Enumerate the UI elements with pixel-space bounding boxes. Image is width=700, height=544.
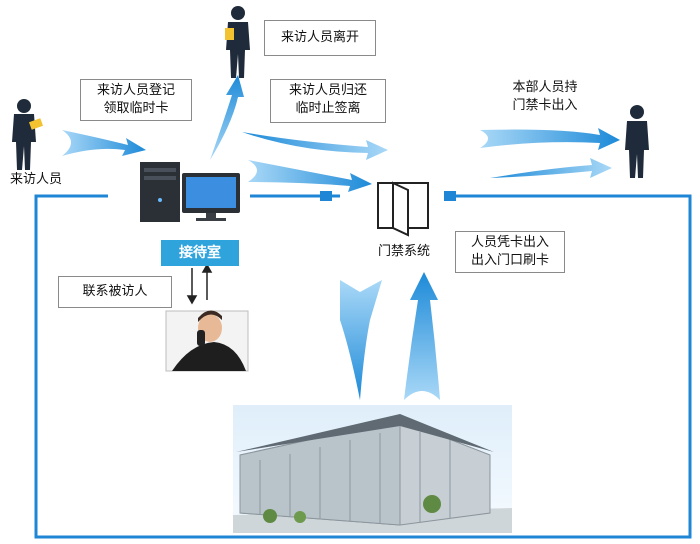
reception-contact-arrows <box>186 263 213 305</box>
arrow-visitor-register <box>62 130 146 156</box>
phone-person-icon <box>165 310 249 372</box>
arrow-up-access <box>404 272 440 400</box>
monitor-icon <box>182 173 240 221</box>
visitor-person-icon <box>12 99 44 170</box>
staff-card-label: 本部人员持 门禁卡出入 <box>512 80 578 113</box>
network-node-right <box>444 191 456 201</box>
arrow-visitor-leave <box>210 75 244 160</box>
access-system-label: 门禁系统 <box>377 244 430 259</box>
visitor-label: 来访人员 <box>9 172 62 187</box>
arrow-staff-in <box>480 128 620 150</box>
contact-host-box: 联系被访人 <box>58 276 172 308</box>
card-swipe-box: 人员凭卡出入 出入门口刷卡 <box>455 231 565 273</box>
flow-arrows <box>62 75 620 400</box>
visitor-register-box: 来访人员登记 领取临时卡 <box>80 79 192 121</box>
staff-person-icon <box>625 105 649 178</box>
visitor-leave-box: 来访人员离开 <box>264 20 376 56</box>
arrow-down-building <box>340 280 382 400</box>
arrow-staff-out <box>490 158 612 178</box>
building-icon <box>233 405 512 533</box>
network-node-left <box>320 191 332 201</box>
door-icon <box>377 181 429 237</box>
computer-icon <box>140 162 180 222</box>
arrow-to-access <box>248 160 372 192</box>
visitor-return-box: 来访人员归还 临时止签离 <box>270 79 386 123</box>
reception-label: 接待室 <box>161 240 239 266</box>
arrow-visitor-return <box>242 132 388 160</box>
visitor-leaving-person-icon <box>225 6 250 78</box>
